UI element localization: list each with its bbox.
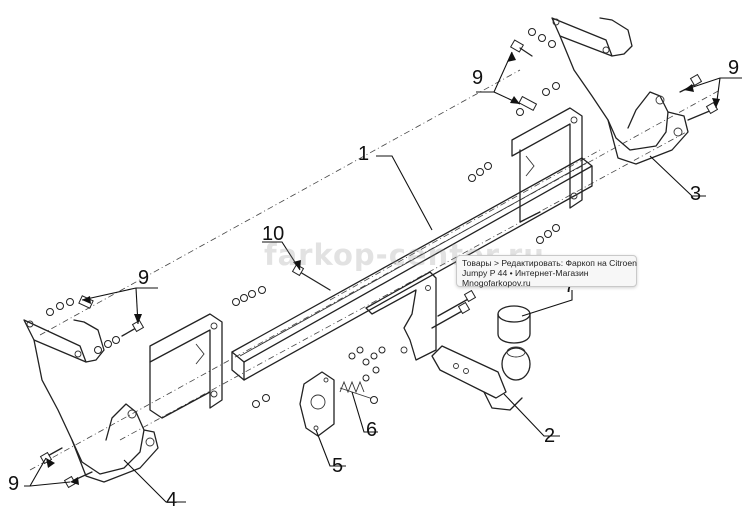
callout-9-lower-left: 9: [8, 473, 19, 495]
tow-ball-neck: [431, 345, 531, 411]
bolt-set-crossbar-right: [468, 162, 560, 244]
callout-6: 6: [366, 419, 377, 441]
bolt-10: [291, 263, 331, 291]
callout-9-top-right: 9: [728, 57, 739, 79]
bolt-set-upper-left-side: [46, 295, 145, 354]
socket-plate: [299, 371, 335, 437]
callout-9-left: 9: [138, 267, 149, 289]
tooltip-line-1: Товары > Редактировать: Фаркоп на Citroe…: [462, 258, 637, 268]
center-lines: [29, 69, 721, 471]
bolt-set-upper-right: [679, 73, 719, 121]
arrowheads: [46, 52, 720, 485]
callout-5: 5: [332, 455, 343, 477]
right-side-bracket: [551, 17, 689, 165]
bolt-set-upper-left: [509, 28, 560, 116]
callout-9-top: 9: [472, 67, 483, 89]
callout-labels: 1 9 9 3 10 9 7 2 6 5 9 4: [8, 57, 739, 511]
left-side-bracket: [23, 319, 159, 483]
bolt-set-left-plate: [232, 286, 270, 408]
callout-2: 2: [544, 425, 555, 447]
leader-lines: [24, 51, 742, 503]
bolt-set-center: [348, 289, 477, 382]
callout-1: 1: [358, 143, 369, 165]
image-title-tooltip: Товары > Редактировать: Фаркоп на Citroe…: [456, 255, 637, 288]
spring-bolt: [339, 380, 378, 404]
callout-10: 10: [262, 223, 284, 245]
ball-cap: [497, 305, 531, 344]
tooltip-line-3: Mnogofarkopov.ru: [462, 278, 531, 288]
callout-3: 3: [690, 183, 701, 205]
tooltip-line-2: Jumpy P 44 • Интернет-Магазин: [462, 268, 589, 278]
callout-4: 4: [166, 489, 177, 511]
main-crossbar: [149, 107, 593, 419]
